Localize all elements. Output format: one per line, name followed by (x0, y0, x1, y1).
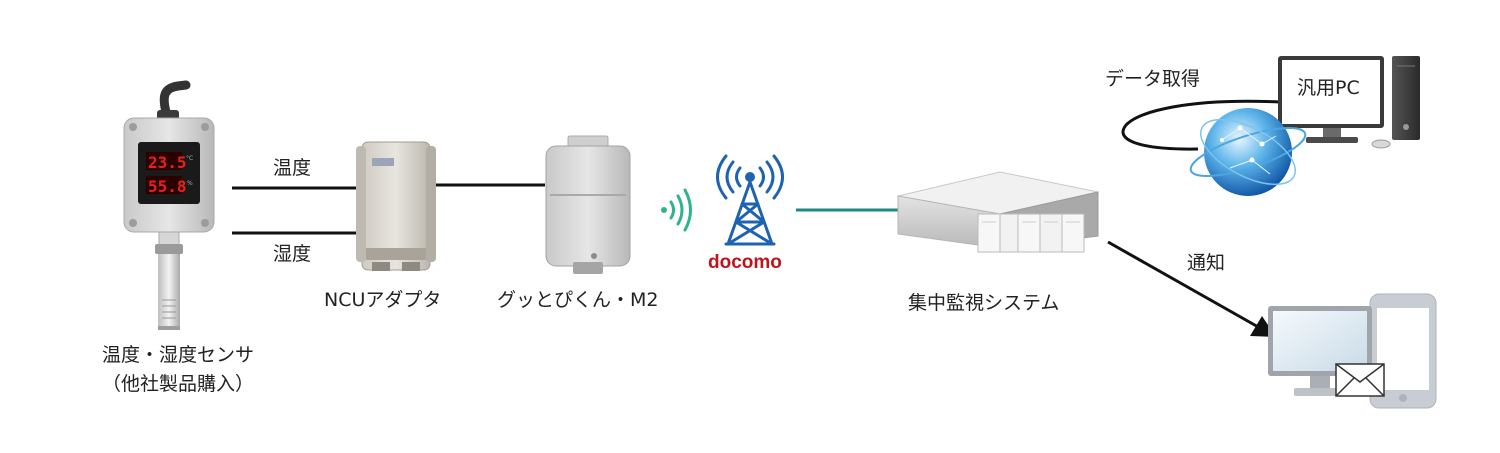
general-pc-label: 汎用PC (1297, 77, 1360, 99)
notification-arrow-line (1107, 240, 1261, 330)
internet-globe-icon (1189, 108, 1307, 196)
sensor-label-line2: （他社製品購入） (101, 372, 254, 395)
transmitter-icon (545, 135, 631, 274)
sensor-label-line1: 温度・湿度センサ (101, 344, 254, 366)
humidity-label: 湿度 (273, 243, 312, 265)
sensor-label: 温度・湿度センサ （他社製品購入） (88, 344, 268, 396)
data-acquisition-curve (1121, 99, 1281, 151)
data-acquisition-label: データ取得 (1105, 68, 1201, 90)
wireless-signal-icon (661, 188, 692, 232)
central-system-label: 集中監視システム (908, 292, 1060, 314)
central-monitoring-building-icon (897, 171, 1099, 253)
notification-label: 通知 (1187, 252, 1226, 274)
general-pc-icon (1278, 56, 1420, 149)
transmitter-label: グッとぴくん・M2 (497, 289, 659, 311)
temp-humidity-sensor-icon: 23.5 55.8 °C % (123, 80, 215, 330)
notification-devices-icon (1268, 293, 1437, 409)
ncu-adapter-label: NCUアダプタ (324, 289, 442, 311)
sensor-humidity-unit: % (187, 180, 193, 187)
sensor-temperature-display: 23.5 (148, 153, 187, 172)
carrier-label: docomo (708, 252, 782, 273)
sensor-humidity-display: 55.8 (148, 177, 187, 196)
temperature-label: 温度 (273, 157, 312, 179)
sensor-temperature-unit: °C (186, 155, 193, 162)
ncu-adapter-icon (356, 141, 436, 271)
cell-tower-icon (716, 154, 784, 246)
